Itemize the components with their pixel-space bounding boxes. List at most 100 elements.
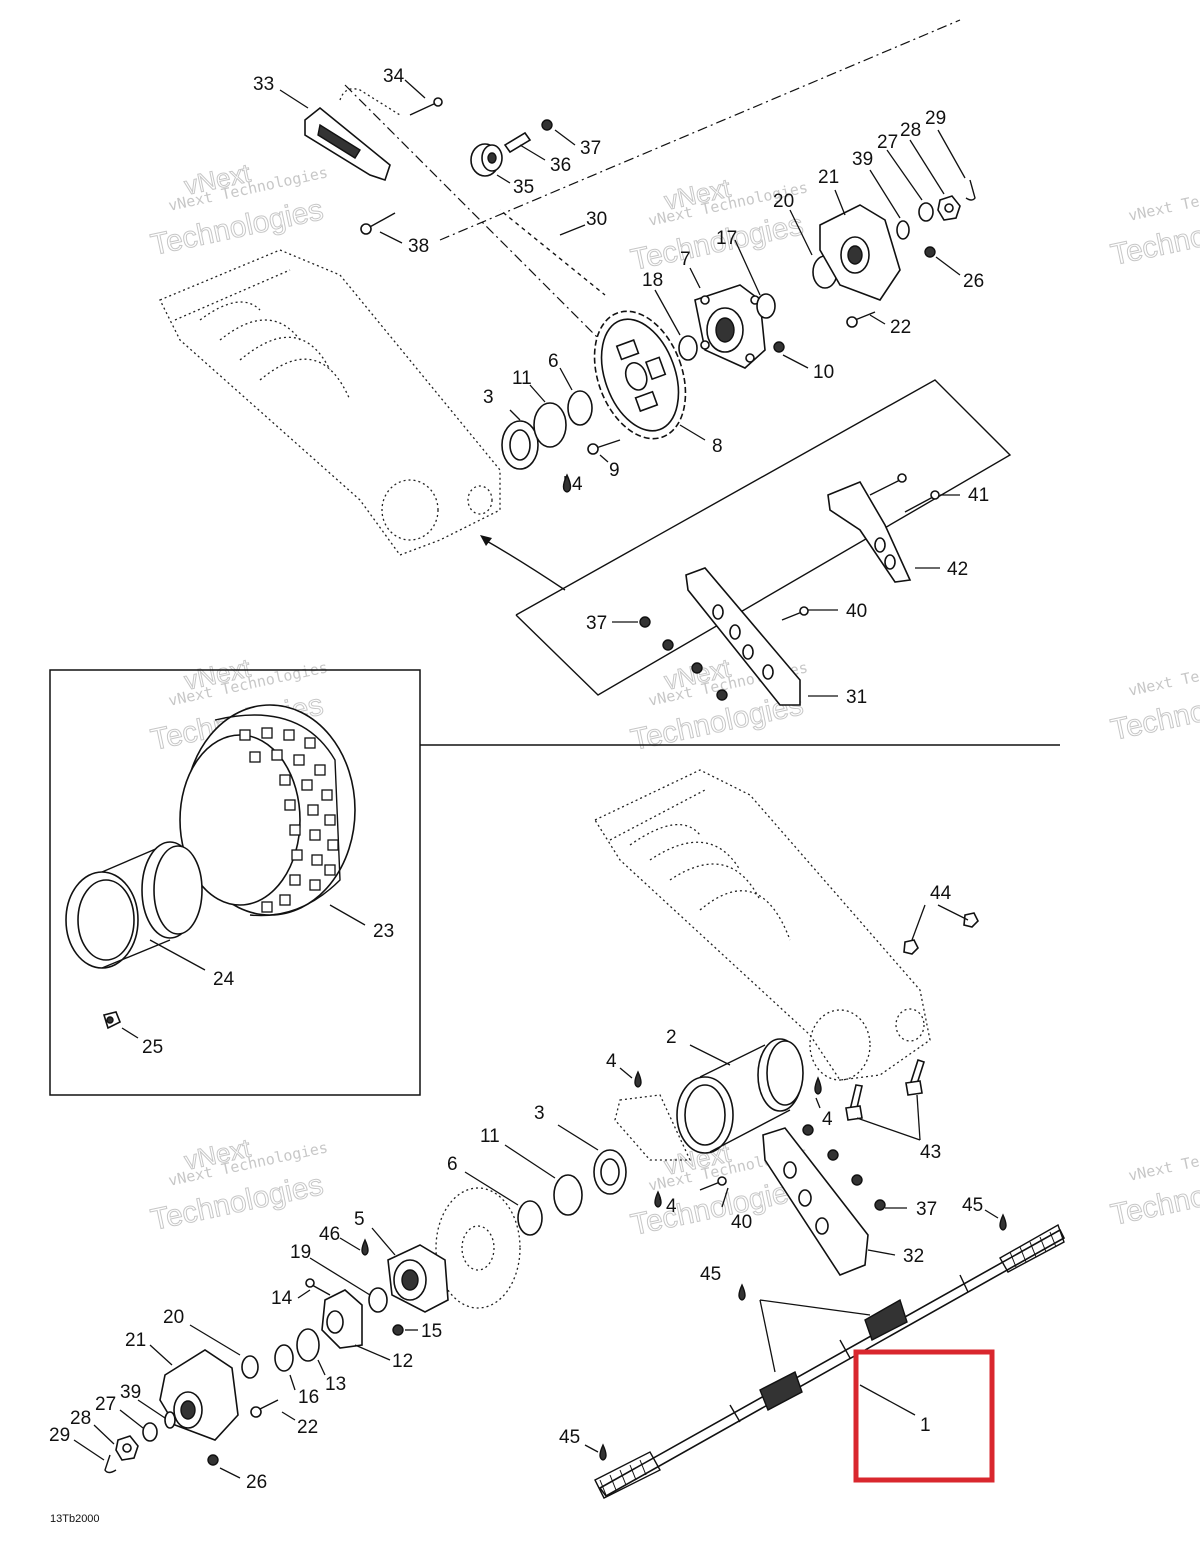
- label-18: 18: [642, 270, 663, 291]
- ring-13: [296, 1328, 320, 1362]
- label-34: 34: [383, 66, 405, 87]
- label-22: 22: [890, 317, 911, 338]
- label-22: 22: [297, 1417, 318, 1438]
- watermark: vNext Technologies Technologies vNext: [148, 157, 330, 263]
- watermark: vNext Technologies Technologies: [1108, 1133, 1200, 1232]
- nuts-44: [903, 912, 979, 955]
- label-20: 20: [163, 1307, 184, 1328]
- leader-lines: [73, 79, 999, 1479]
- callout-box: [515, 379, 1012, 696]
- label-27: 27: [877, 132, 898, 153]
- hub-5: [387, 1244, 449, 1313]
- label-29: 29: [925, 108, 946, 129]
- nut-10: [773, 341, 785, 353]
- label-4: 4: [606, 1051, 617, 1072]
- label-30: 30: [586, 209, 607, 230]
- label-41: 41: [968, 485, 989, 506]
- chain-30: [499, 209, 606, 296]
- oring-19: [368, 1287, 388, 1313]
- sprocket-8: [593, 310, 687, 440]
- watermarks: vNext Technologies Technologies vNext vN…: [148, 157, 1200, 1243]
- label-7: 7: [680, 249, 691, 270]
- bottom-assembly: [104, 769, 1066, 1499]
- label-21: 21: [818, 167, 839, 188]
- brake-disc: [435, 1187, 521, 1309]
- washer-27-bottom: [142, 1422, 158, 1442]
- label-26: 26: [963, 271, 984, 292]
- bolt-22-top: [846, 311, 876, 328]
- diagram-code: 13Tb2000: [50, 1513, 100, 1525]
- ring-16: [274, 1344, 294, 1372]
- label-29: 29: [49, 1425, 70, 1446]
- label-14: 14: [271, 1288, 293, 1309]
- label-5: 5: [354, 1209, 365, 1230]
- nut-37-top: [541, 119, 553, 131]
- hub-7: [694, 284, 766, 369]
- hub-21-top: [819, 204, 901, 301]
- label-44: 44: [930, 883, 952, 904]
- bearing-3-top: [501, 420, 539, 470]
- hub-21-bottom: [159, 1349, 239, 1441]
- nuts-37-bottom: [802, 1124, 886, 1211]
- label-2: 2: [666, 1027, 677, 1048]
- highlight-box: [853, 1349, 995, 1483]
- nut-28-top: [937, 195, 961, 221]
- label-16: 16: [298, 1387, 319, 1408]
- label-15: 15: [421, 1321, 442, 1342]
- washer-39-top: [896, 220, 910, 240]
- svg-text:vNext Technologies: vNext Technologies: [1127, 1133, 1200, 1184]
- grease-45-b: [999, 1213, 1007, 1231]
- grease-46: [361, 1238, 369, 1256]
- seal-20-bottom: [241, 1355, 259, 1379]
- label-11: 11: [480, 1126, 500, 1147]
- label-31: 31: [846, 687, 867, 708]
- bolt-22-bottom: [250, 1399, 279, 1418]
- label-10: 10: [813, 362, 834, 383]
- bracket-12: [321, 1289, 363, 1349]
- lug-25: [102, 1011, 122, 1030]
- label-38: 38: [408, 236, 429, 257]
- label-39: 39: [852, 149, 873, 170]
- callout-arrowhead: [480, 535, 492, 546]
- bushing-36: [503, 131, 532, 154]
- seal-11-top: [533, 402, 567, 448]
- bearing-3-bottom: [593, 1149, 627, 1195]
- label-32: 32: [903, 1246, 924, 1267]
- label-9: 9: [609, 460, 620, 481]
- tire-inset: [65, 704, 356, 1030]
- label-4: 4: [666, 1196, 677, 1217]
- nut-26-top: [924, 246, 936, 258]
- watermark: vNext Technologies Technologies vNext: [628, 172, 810, 278]
- axle-1: [594, 1223, 1066, 1499]
- label-36: 36: [550, 155, 571, 176]
- label-28: 28: [70, 1408, 91, 1429]
- label-19: 19: [290, 1242, 311, 1263]
- label-27: 27: [95, 1394, 116, 1415]
- bracket-42: [827, 480, 912, 583]
- label-3: 3: [534, 1103, 545, 1124]
- label-45: 45: [962, 1195, 983, 1216]
- bolt-40-bottom: [699, 1176, 727, 1191]
- label-6: 6: [548, 351, 559, 372]
- ring-6-bottom: [517, 1200, 543, 1236]
- grease-4-a: [634, 1070, 642, 1088]
- label-4: 4: [572, 474, 583, 495]
- label-37: 37: [586, 613, 607, 634]
- nut-15: [392, 1324, 404, 1336]
- nut-28-bottom: [115, 1435, 139, 1461]
- label-43: 43: [920, 1142, 941, 1163]
- bolts-41: [869, 473, 940, 513]
- label-17: 17: [716, 228, 737, 249]
- label-37: 37: [916, 1199, 937, 1220]
- label-24: 24: [213, 969, 235, 990]
- washer-39-bottom: [164, 1411, 176, 1429]
- label-11: 11: [512, 368, 532, 389]
- label-42: 42: [947, 559, 968, 580]
- seal-11-bottom: [553, 1174, 583, 1216]
- label-39: 39: [120, 1382, 141, 1403]
- oring-17: [756, 293, 776, 319]
- label-45: 45: [559, 1427, 580, 1448]
- label-40: 40: [846, 601, 867, 622]
- label-23: 23: [373, 921, 394, 942]
